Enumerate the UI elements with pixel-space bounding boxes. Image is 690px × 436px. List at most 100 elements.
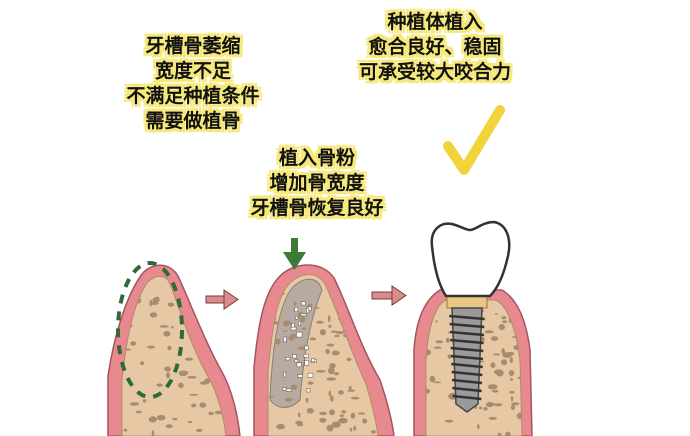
bone-speckle [142, 399, 147, 403]
bone-speckle [477, 424, 480, 430]
bone-speckle [444, 419, 454, 423]
bone-speckle [508, 351, 515, 356]
bone-speckle [502, 320, 508, 324]
caption-line: 宽度不足 [154, 60, 231, 82]
bone-speckle [282, 320, 292, 326]
bone-speckle [485, 401, 494, 408]
implant-thread [451, 370, 483, 377]
bone-speckle [220, 323, 226, 326]
bone-speckle [284, 397, 293, 402]
bone-speckle [341, 410, 347, 414]
graft-granule [306, 388, 311, 393]
caption-line: 种植体植入 [387, 11, 483, 33]
bone-speckle [290, 384, 298, 390]
graft-granule [294, 359, 299, 363]
bone-speckle [484, 330, 494, 334]
bone-speckle [328, 324, 332, 328]
graft-granule [303, 353, 309, 358]
bone-speckle [171, 326, 174, 329]
dental-implant [430, 220, 511, 413]
bone-speckle [361, 327, 368, 332]
bone-speckle [501, 316, 507, 320]
bone-speckle [490, 336, 499, 341]
bone-speckle [214, 410, 223, 415]
bone-speckle [199, 318, 205, 321]
bone-speckle [305, 397, 309, 403]
bone-speckle [302, 327, 307, 330]
implant-thread [449, 314, 485, 321]
bone-speckle [159, 325, 169, 328]
bone-speckle [309, 337, 316, 341]
implant-threads [449, 314, 485, 401]
bone-speckle [352, 291, 358, 296]
bone-speckle [268, 396, 274, 398]
graft-granule [304, 359, 310, 366]
bone-speckle [156, 383, 163, 387]
bone-speckle [433, 346, 442, 349]
down-arrow-icon [283, 238, 306, 270]
bone-speckle [166, 372, 170, 379]
graft-granules [282, 301, 317, 393]
caption-line: 牙槽骨恢复良好 [250, 197, 384, 219]
bone-speckle [156, 414, 166, 421]
bone-speckle [330, 330, 338, 333]
graft-granule [304, 345, 309, 351]
bone-speckle [284, 323, 288, 327]
bone-speckle [199, 402, 207, 408]
bone-speckle [290, 333, 297, 339]
graft-granule [311, 358, 316, 362]
graft-granule [300, 313, 307, 317]
bone-speckle [196, 428, 203, 432]
caption-line: 可承受较大咬合力 [358, 61, 511, 83]
bone-speckle [154, 296, 160, 303]
bone-speckle [294, 301, 297, 306]
graft-granule [283, 371, 287, 378]
bone-speckle [509, 356, 513, 364]
bone-speckle [326, 343, 335, 347]
graft-granule [307, 372, 314, 378]
implant-crown [430, 220, 511, 298]
bone-speckle [185, 357, 193, 361]
bone-speckle [447, 331, 451, 334]
bone-speckle [319, 329, 326, 336]
graft-granule [283, 336, 287, 343]
bone-speckle [497, 432, 502, 436]
caption-line: 愈合良好、稳固 [368, 36, 502, 58]
graft-granule [298, 321, 301, 326]
bone-speckle [331, 350, 340, 356]
bone-speckle [319, 417, 327, 423]
bone-speckle [149, 312, 158, 318]
implant-thread [450, 354, 484, 361]
graft-granule [306, 307, 310, 314]
bone-speckle [129, 402, 140, 406]
bone-speckle [327, 367, 335, 375]
bone-speckle [363, 330, 371, 337]
bone-speckle [167, 302, 175, 307]
right-arrow-icon [371, 285, 407, 306]
implant-thread [450, 338, 484, 345]
bone-speckle [334, 334, 340, 338]
bone-speckle [362, 418, 368, 424]
bone-speckle [220, 363, 226, 368]
bone-speckle [336, 331, 344, 335]
bone-speckle [435, 320, 438, 323]
bone-speckle [326, 424, 334, 432]
bone-speckle [147, 345, 155, 349]
bone-speckle [347, 389, 356, 392]
bone-speckle [327, 315, 331, 323]
bone-speckle [490, 362, 496, 368]
bone-speckle [357, 412, 366, 415]
caption-bone-atrophy: 牙槽骨萎缩 宽度不足 不满足种植条件 需要做植骨 [98, 34, 288, 134]
graft-granule [294, 307, 299, 312]
bone-speckle [491, 389, 499, 393]
bone-speckle [164, 366, 172, 372]
bone-speckle [510, 377, 513, 381]
bone-speckle [488, 416, 497, 420]
bone-speckle [148, 416, 157, 423]
bone-speckle [487, 384, 498, 390]
bone-speckle [494, 313, 498, 315]
bone-speckle [338, 417, 348, 424]
implant-thread [452, 394, 482, 401]
dashed-outline-deficient-area [116, 261, 184, 399]
graft-granule [285, 356, 291, 361]
